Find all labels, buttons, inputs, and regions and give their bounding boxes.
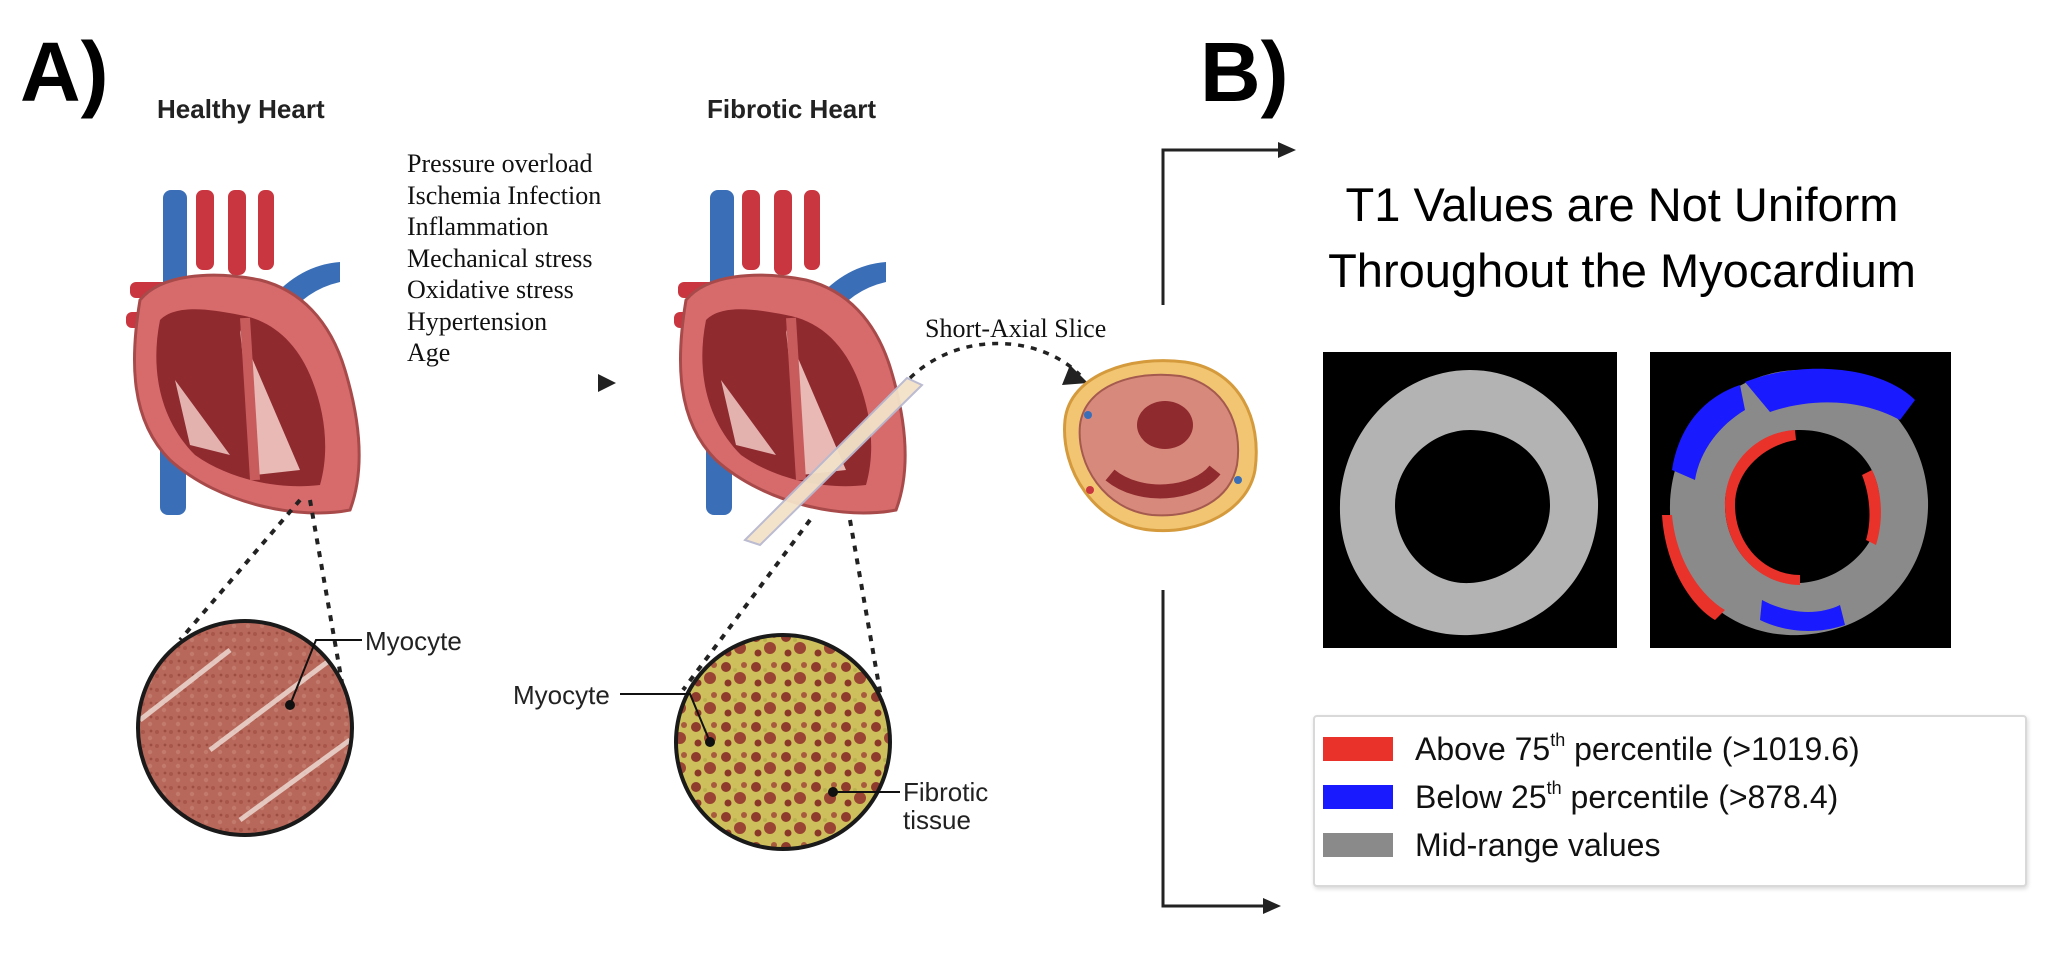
legend-swatch [1323, 737, 1393, 761]
healthy-myocyte-label: Myocyte [365, 626, 462, 656]
t1-map-percentile [1650, 352, 1951, 648]
cause-item: Ischemia Infection [407, 180, 602, 210]
zoom-guides [178, 498, 887, 721]
fibrotic-tissue-label-line2: tissue [903, 805, 971, 835]
legend-swatch [1323, 833, 1393, 857]
panel-a-label: A) [20, 25, 109, 119]
legend-row: Below 25th percentile (>878.4) [1323, 777, 1838, 817]
healthy-heart-illustration [126, 190, 361, 515]
t1-map-grayscale [1323, 352, 1617, 648]
bracket-arrow-head-top [1278, 142, 1296, 158]
legend-row: Above 75th percentile (>1019.6) [1323, 729, 1860, 769]
cause-item: Inflammation [407, 212, 549, 241]
legend-label: Above 75th percentile (>1019.6) [1415, 731, 1860, 768]
fibrotic-heart-title: Fibrotic Heart [707, 94, 877, 124]
legend-label-superscript: th [1546, 777, 1562, 798]
cause-item: Hypertension [407, 306, 548, 336]
t1-legend: Above 75th percentile (>1019.6)Below 25t… [1313, 715, 2027, 887]
legend-label-superscript: th [1550, 729, 1566, 750]
cause-item: Pressure overload [407, 149, 593, 178]
cause-item: Mechanical stress [407, 243, 593, 273]
slice-arrow-head [1062, 365, 1088, 385]
fibrotic-myocyte-label: Myocyte [513, 680, 610, 710]
legend-label-suffix: percentile (>878.4) [1561, 778, 1839, 815]
cause-item: Oxidative stress [407, 275, 574, 304]
healthy-heart-title: Healthy Heart [157, 94, 325, 124]
panel-b-bracket [1161, 148, 1285, 908]
short-axial-slice-label: Short-Axial Slice [925, 314, 1107, 343]
fibrotic-heart-illustration [674, 190, 924, 547]
legend-label-prefix: Mid-range values [1415, 826, 1661, 863]
legend-row: Mid-range values [1323, 825, 1660, 865]
panel-b-title: T1 Values are Not Uniform Throughout the… [1272, 172, 1972, 304]
legend-label-prefix: Above 75 [1415, 730, 1551, 767]
bracket-arrow-head-bottom [1263, 898, 1281, 914]
slice-arrow [908, 341, 1082, 380]
cause-item: Age [407, 338, 451, 367]
healthy-tissue-zoom [136, 619, 362, 837]
progression-arrow-head [598, 374, 616, 392]
short-axis-slice-illustration [1063, 359, 1258, 533]
panel-b-title-line2: Throughout the Myocardium [1328, 244, 1916, 297]
legend-label-suffix: percentile (>1019.6) [1565, 730, 1860, 767]
legend-swatch [1323, 785, 1393, 809]
fibrotic-tissue-zoom [620, 633, 900, 851]
legend-label-prefix: Below 25 [1415, 778, 1547, 815]
panel-b-label: B) [1200, 25, 1289, 119]
fibrotic-tissue-label-line1: Fibrotic [903, 777, 989, 807]
fibrotic-tissue-label: Fibrotic tissue [903, 778, 988, 834]
legend-label: Mid-range values [1415, 827, 1660, 864]
legend-label: Below 25th percentile (>878.4) [1415, 779, 1838, 816]
panel-b-title-line1: T1 Values are Not Uniform [1345, 178, 1899, 231]
